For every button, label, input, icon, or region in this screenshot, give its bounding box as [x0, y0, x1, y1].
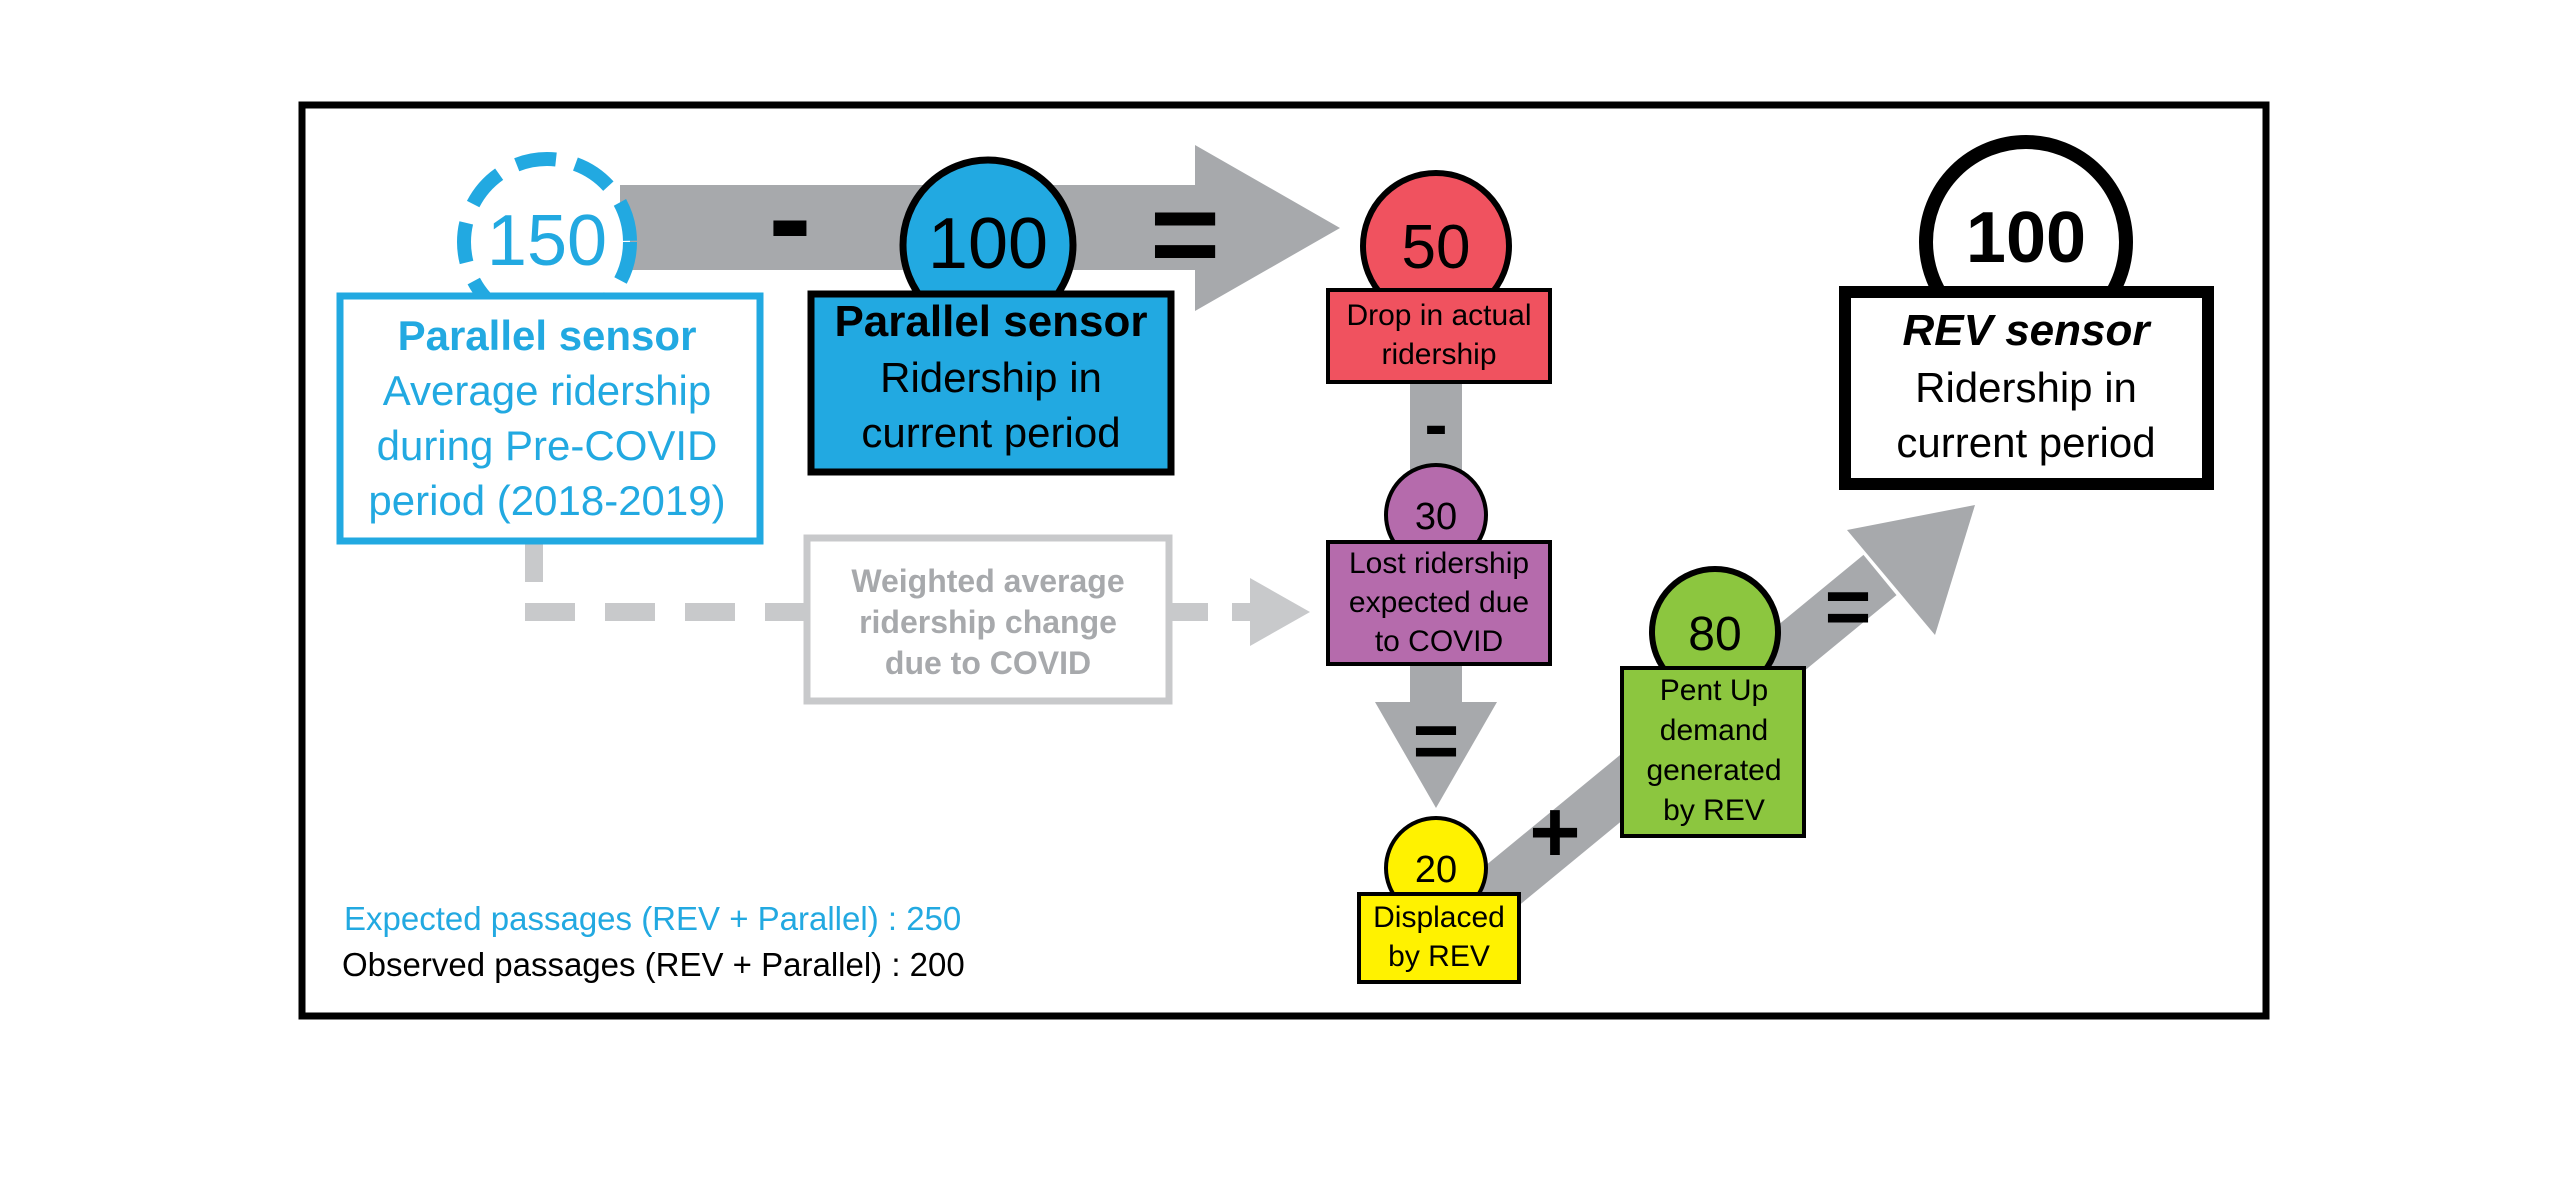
parallel-precovid-node: 150 Parallel sensor Average ridership du…: [336, 152, 764, 545]
parallel-precovid-line3: period (2018-2019): [368, 477, 725, 524]
plus-operator-diagonal: +: [1529, 782, 1580, 881]
parallel-current-box: [807, 290, 1175, 476]
rev-current-line1: Ridership in: [1915, 364, 2137, 411]
displaced-line1: Displaced: [1373, 901, 1505, 934]
drop-node: 50 Drop in actual ridership: [1326, 170, 1552, 384]
displaced-value: 20: [1415, 849, 1457, 891]
parallel-precovid-line1: Average ridership: [383, 367, 711, 414]
drop-line2: ridership: [1381, 338, 1496, 371]
parallel-precovid-line2: during Pre-COVID: [377, 422, 718, 469]
pentup-line2: demand: [1660, 714, 1768, 747]
parallel-precovid-value: 150: [487, 201, 607, 281]
drop-value: 50: [1402, 213, 1471, 282]
lost-node: 30 Lost ridership expected due to COVID: [1326, 463, 1552, 666]
minus-operator-top: -: [768, 144, 811, 290]
expected-passages-note: Expected passages (REV + Parallel) : 250: [344, 900, 961, 937]
parallel-current-node: 100 Parallel sensor Ridership in current…: [807, 156, 1175, 476]
pentup-line3: generated: [1646, 754, 1781, 787]
observed-passages-note: Observed passages (REV + Parallel) : 200: [342, 946, 965, 983]
pentup-line1: Pent Up: [1660, 674, 1768, 707]
lost-line1: Lost ridership: [1349, 547, 1529, 580]
parallel-current-title: Parallel sensor: [834, 297, 1147, 346]
weighted-average-line1: Weighted average: [851, 563, 1124, 599]
minus-operator-vertical: -: [1424, 385, 1447, 463]
parallel-current-value: 100: [928, 204, 1048, 284]
weighted-average-line2: ridership change: [859, 604, 1117, 640]
lost-line3: to COVID: [1375, 625, 1503, 658]
displaced-node: 20 Displaced by REV: [1357, 816, 1521, 984]
covid-adjustment-connector: [525, 540, 1310, 646]
rev-current-title: REV sensor: [1903, 306, 2153, 355]
lost-value: 30: [1415, 496, 1457, 538]
rev-current-value: 100: [1966, 198, 2086, 278]
parallel-precovid-title: Parallel sensor: [398, 312, 697, 359]
lost-box: [1326, 540, 1552, 666]
rev-current-box: [1839, 286, 2214, 490]
pentup-node: 80 Pent Up demand generated by REV: [1620, 566, 1806, 838]
pentup-line4: by REV: [1663, 794, 1765, 827]
lost-line2: expected due: [1349, 586, 1529, 619]
equals-operator-diagonal: =: [1825, 562, 1872, 651]
displaced-line2: by REV: [1388, 940, 1490, 973]
weighted-average-box: [803, 534, 1173, 705]
equals-operator-top: =: [1150, 167, 1220, 301]
parallel-current-line2: current period: [861, 409, 1120, 456]
rev-current-line2: current period: [1896, 419, 2155, 466]
pentup-box: [1620, 666, 1806, 838]
displaced-box: [1357, 892, 1521, 984]
parallel-current-line1: Ridership in: [880, 354, 1102, 401]
vertical-flow-arrowhead: [1375, 702, 1497, 808]
drop-line1: Drop in actual: [1346, 299, 1531, 332]
diagonal-flow-arrowhead: [1847, 505, 1975, 635]
weighted-average-node: Weighted average ridership change due to…: [803, 534, 1173, 705]
weighted-average-line3: due to COVID: [885, 645, 1091, 681]
equals-operator-vertical: =: [1413, 696, 1460, 785]
pentup-value: 80: [1688, 608, 1741, 661]
parallel-precovid-box: [336, 292, 764, 545]
rev-current-node: 100 REV sensor Ridership in current peri…: [1839, 135, 2214, 490]
drop-box: [1326, 288, 1552, 384]
